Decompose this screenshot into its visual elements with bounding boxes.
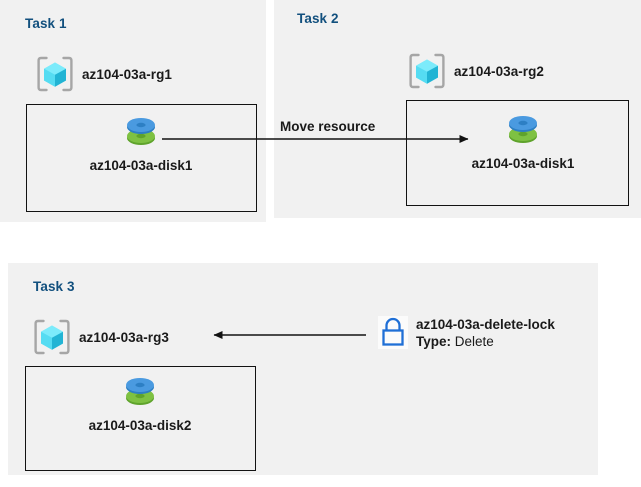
disk-label-task-3: az104-03a-disk2 [88,418,192,433]
resource-group-cube-icon [37,56,73,92]
delete-lock-node[interactable]: az104-03a-delete-lock Type: Delete [378,316,555,349]
resource-group-cube-icon [409,53,445,89]
panel-title-task-3: Task 3 [33,279,75,294]
disk-node-task-3[interactable]: az104-03a-disk2 [75,372,205,433]
panel-title-task-2: Task 2 [297,11,339,26]
lock-type-key: Type: [416,334,452,349]
padlock-icon [378,316,408,349]
resource-group-label-rg3: az104-03a-rg3 [79,329,169,345]
resource-group-node-rg3[interactable]: az104-03a-rg3 [33,318,169,356]
lock-text-block: az104-03a-delete-lock Type: Delete [416,317,555,349]
disk-node-task-1[interactable]: az104-03a-disk1 [76,112,206,173]
disk-label-task-2: az104-03a-disk1 [471,156,575,171]
managed-disk-icon [126,378,154,405]
resource-group-node-rg1[interactable]: az104-03a-rg1 [36,55,172,93]
lock-name-label: az104-03a-delete-lock [416,317,555,332]
managed-disk-icon [509,116,537,143]
resource-group-cube-icon [34,319,70,355]
resource-group-label-rg1: az104-03a-rg1 [82,66,172,82]
lock-type-line: Type: Delete [416,334,555,349]
disk-node-task-2[interactable]: az104-03a-disk1 [458,110,588,171]
edge-label-move-resource: Move resource [280,119,376,134]
resource-group-label-rg2: az104-03a-rg2 [454,63,544,79]
disk-label-task-1: az104-03a-disk1 [89,158,193,173]
managed-disk-icon [127,118,155,145]
resource-group-node-rg2[interactable]: az104-03a-rg2 [408,52,544,90]
panel-title-task-1: Task 1 [25,16,67,31]
lock-type-value: Delete [454,334,494,349]
